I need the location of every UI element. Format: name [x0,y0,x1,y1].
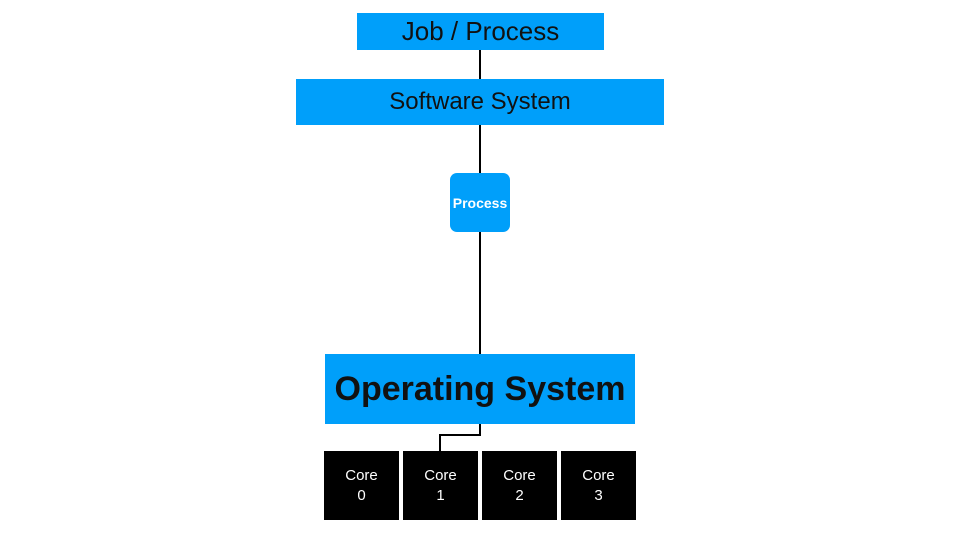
core-number: 3 [594,486,603,504]
software-system-box: Software System [296,79,664,125]
core-number: 2 [515,486,524,504]
software-system-label: Software System [389,88,571,115]
core-2-box: Core 2 [482,451,557,520]
core-number: 1 [436,486,445,504]
operating-system-label: Operating System [334,369,626,408]
connector-os-to-core-1 [439,424,481,451]
core-number: 0 [357,486,366,504]
process-node: Process [450,173,510,232]
core-label: Core [424,466,457,484]
job-process-box: Job / Process [357,13,604,50]
core-label: Core [345,466,378,484]
operating-system-box: Operating System [325,354,635,424]
process-label: Process [452,194,508,211]
core-3-box: Core 3 [561,451,636,520]
core-label: Core [503,466,536,484]
core-1-box: Core 1 [403,451,478,520]
job-process-label: Job / Process [401,16,560,46]
core-label: Core [582,466,615,484]
core-0-box: Core 0 [324,451,399,520]
